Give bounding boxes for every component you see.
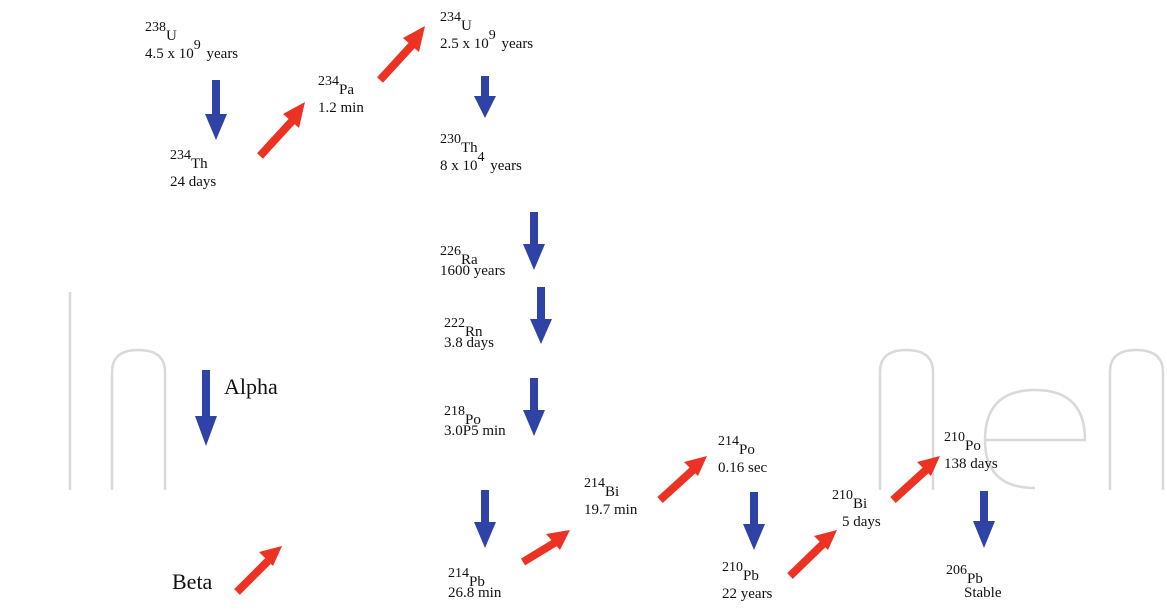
nuclide-bi214: 214Bi 19.7 min [584, 476, 638, 518]
arrow-th230-ra226 [523, 212, 545, 270]
nuclide-th234: 234Th 24 days [170, 148, 217, 190]
arrow-po218-pb214 [474, 490, 496, 548]
arrow-po214-pb210 [743, 492, 765, 550]
arrow-u234-th230 [474, 76, 496, 118]
nuclide-po214: 214Po 0.16 sec [718, 434, 768, 476]
legend-beta-arrow [234, 546, 282, 595]
nuclide-pb214: 214Pb 26.8 min [448, 566, 502, 601]
nuclide-pb206: 206Pb Stable [946, 563, 1002, 601]
arrow-th234-pa234 [257, 102, 305, 159]
arrow-u238-th234 [205, 80, 227, 140]
arrow-ra226-rn222 [530, 287, 552, 344]
nuclide-ra226: 226Ra 1600 years [440, 244, 506, 279]
arrow-bi210-po210 [890, 456, 940, 503]
arrow-po210-pb206 [973, 491, 995, 548]
nuclide-pa234: 234Pa 1.2 min [318, 74, 364, 116]
arrow-pb214-bi214 [520, 530, 570, 566]
arrow-rn222-po218 [523, 378, 545, 436]
nuclide-bi210: 210Bi 5 days [832, 488, 881, 530]
nuclide-rn222: 222Rn 3.8 days [444, 316, 494, 351]
arrow-bi214-po214 [657, 456, 707, 503]
arrow-pa234-u234 [377, 26, 425, 83]
legend-alpha-label: Alpha [224, 374, 278, 399]
nuclide-pb210: 210Pb 22 years [722, 560, 773, 602]
legend-alpha-arrow [195, 370, 217, 446]
nuclide-th230: 230Th 8 x 104 years [440, 132, 522, 174]
nuclide-po210: 210Po 138 days [944, 430, 998, 472]
legend-beta-label: Beta [172, 569, 213, 594]
nuclide-u234: 234U 2.5 x 109 years [440, 10, 534, 52]
arrow-pb210-bi210 [787, 530, 837, 579]
nuclide-po218: 218Po 3.0P5 min [444, 404, 506, 439]
nuclide-u238: 238U 4.5 x 109 years [145, 20, 239, 62]
